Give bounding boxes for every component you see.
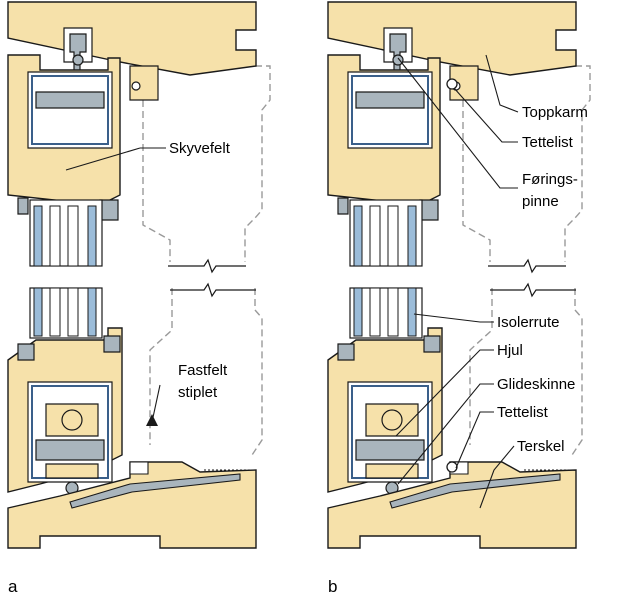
leader-line bbox=[395, 349, 494, 437]
section-a bbox=[7, 1, 271, 549]
label-glideskinne: Glideskinne bbox=[497, 376, 575, 393]
label-terskel: Terskel bbox=[517, 438, 565, 455]
leader-line bbox=[485, 54, 519, 113]
label-tettelist-bottom: Tettelist bbox=[497, 404, 549, 421]
leader-line bbox=[455, 411, 494, 469]
label-toppkarm: Toppkarm bbox=[522, 104, 588, 121]
leader-line bbox=[397, 57, 518, 189]
label-fastfelt: Fastfelt bbox=[178, 362, 228, 379]
section-b bbox=[327, 1, 591, 549]
label-skyvefelt: Skyvefelt bbox=[169, 140, 231, 157]
label-tettelist-top: Tettelist bbox=[522, 134, 574, 151]
label-isolerrute: Isolerrute bbox=[497, 314, 560, 331]
seal-symbol bbox=[446, 78, 458, 90]
panel-letter-b: b bbox=[328, 577, 337, 596]
label-hjul: Hjul bbox=[497, 342, 523, 359]
leader-line bbox=[65, 147, 166, 171]
seal-symbol bbox=[446, 461, 458, 473]
leader-line bbox=[151, 384, 161, 423]
label-forings: Førings- bbox=[522, 171, 578, 188]
arrow-head bbox=[146, 414, 158, 426]
leader-line bbox=[413, 313, 494, 323]
leader-line bbox=[479, 445, 515, 509]
panel-letter-a: a bbox=[8, 577, 18, 596]
leader-line bbox=[453, 87, 518, 143]
leader-line bbox=[397, 383, 494, 485]
label-pinne: pinne bbox=[522, 193, 559, 210]
label-stiplet: stiplet bbox=[178, 384, 218, 401]
